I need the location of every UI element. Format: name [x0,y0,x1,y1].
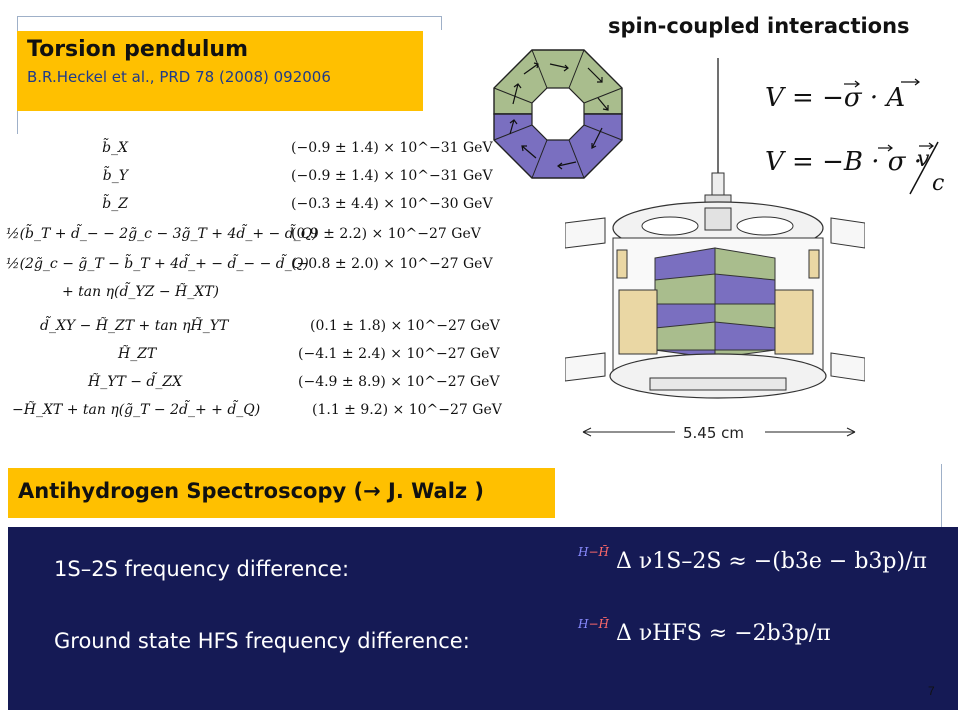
torsion-pendulum-apparatus: 5.45 cm [565,58,865,442]
table-row-lhs: ½(2g̃_c − g̃_T − b̃_T + 4d̃_+ − d̃_− − d… [6,256,309,272]
table-row-rhs: (−0.3 ± 4.4) × 10^−30 GeV [291,196,493,212]
freq-label-1s2s: 1S–2S frequency difference: [54,557,350,581]
frame-line-top [17,16,442,17]
torsion-reference: B.R.Heckel et al., PRD 78 (2008) 092006 [27,68,331,86]
table-row-rhs: (−0.9 ± 1.4) × 10^−31 GeV [291,140,493,156]
equation-v-sigma-a: V = −σ · A [765,83,905,113]
torsion-title-box: Torsion pendulum B.R.Heckel et al., PRD … [17,31,423,111]
table-row-rhs: (−0.8 ± 2.0) × 10^−27 GeV [291,256,493,272]
table-row-lhs: H̃_ZT [118,346,157,362]
table-row-rhs: (−0.9 ± 1.4) × 10^−31 GeV [291,168,493,184]
dimension-label: 5.45 cm [683,424,744,442]
freq-label-hfs: Ground state HFS frequency difference: [54,629,470,653]
svg-text:c: c [932,171,944,196]
torsion-title: Torsion pendulum [27,37,248,62]
freq-formula-1s2s: H−H̄ Δ ν1S–2S ≈ −(b3e − b3p)/π [578,545,927,574]
table-row-lhs: ½(b̃_T + d̃_− − 2g̃_c − 3g̃_T + 4d̃_+ − … [6,226,318,242]
sup-hbar: −H̄ [588,617,609,631]
sup-hbar: −H̄ [588,545,609,559]
table-row-rhs: (0.9 ± 2.2) × 10^−27 GeV [291,226,481,242]
potential-equations: V = −σ · A V = −B · σ · v c [765,78,944,196]
frequency-panel: 1S–2S frequency difference: H−H̄ Δ ν1S–2… [8,527,958,710]
svg-text:v: v [917,147,930,172]
equation-v-b-sigma-v-c: V = −B · σ · [765,147,922,177]
page-number: 7 [928,684,935,698]
spin-coupled-title: spin-coupled interactions [608,14,910,38]
sup-h: H [578,545,589,559]
table-row-rhs: (0.1 ± 1.8) × 10^−27 GeV [310,318,500,334]
table-row-lhs: d̃_XY − H̃_ZT + tan ηH̃_YT [40,318,229,334]
formula-hfs-text: Δ νHFS ≈ −2b3p/π [616,621,831,646]
table-row-lhs: H̃_YT − d̃_ZX [88,374,183,390]
table-row-lhs: + tan η(d̃_YZ − H̃_XT) [62,284,220,300]
table-row-rhs: (−4.9 ± 8.9) × 10^−27 GeV [298,374,500,390]
table-row-rhs: (−4.1 ± 2.4) × 10^−27 GeV [298,346,500,362]
table-row-lhs: b̃_Y [102,168,128,184]
formula-1s2s-text: Δ ν1S–2S ≈ −(b3e − b3p)/π [616,549,927,574]
dimension-arrow [582,427,856,437]
octagon-magnet-diagram [493,49,623,179]
sup-h: H [578,617,589,631]
antihydrogen-title: Antihydrogen Spectroscopy (→ J. Walz ) [8,468,555,518]
frame-line-right [941,464,942,528]
table-row-lhs: b̃_Z [102,196,128,212]
table-row-lhs: −H̃_XT + tan η(g̃_T − 2d̃_+ + d̃_Q) [12,402,261,418]
freq-formula-hfs: H−H̄ Δ νHFS ≈ −2b3p/π [578,617,831,646]
table-row-lhs: b̃_X [102,140,128,156]
frame-line-mid [441,16,442,30]
table-row-rhs: (1.1 ± 9.2) × 10^−27 GeV [312,402,502,418]
